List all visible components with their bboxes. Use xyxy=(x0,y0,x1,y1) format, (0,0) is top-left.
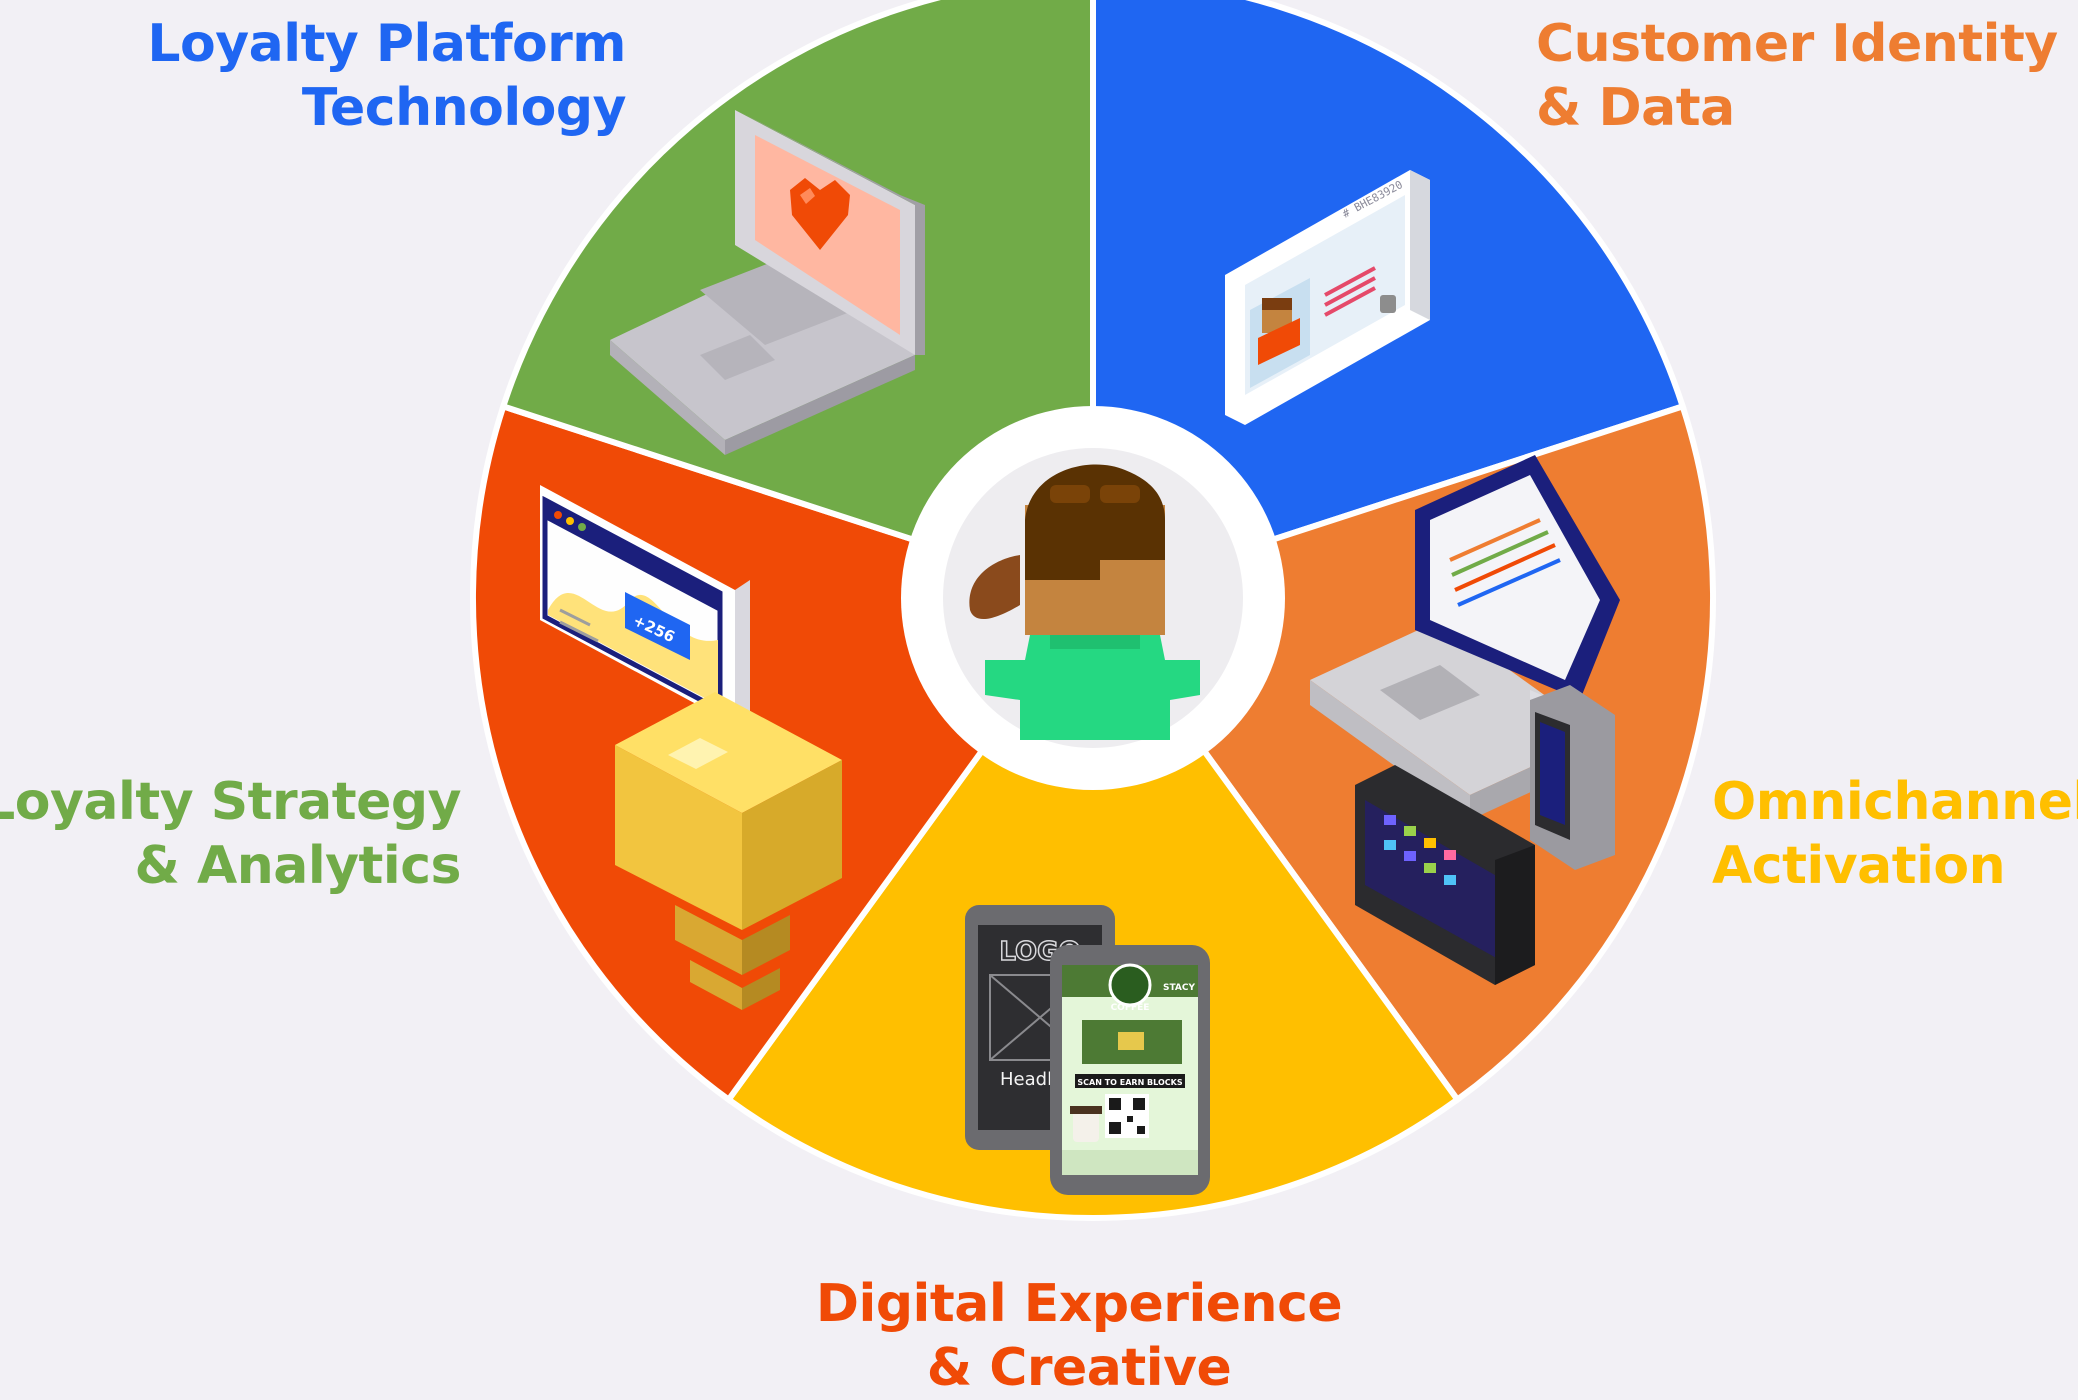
coffee-brand-text: COFFEE xyxy=(1111,1003,1150,1013)
label-strategy-line2: & Analytics xyxy=(134,836,462,896)
label-strategy-line1: Loyalty Strategy xyxy=(0,772,461,832)
label-identity-line1: Customer Identity xyxy=(1536,14,2058,74)
label-identity: Customer Identity & Data xyxy=(1536,12,2058,140)
lightbulb-chart-icon: +256 xyxy=(540,485,842,1010)
label-omnichannel-line1: Omnichannel xyxy=(1712,772,2078,832)
app-user-text: STACY xyxy=(1163,983,1195,993)
label-technology: Loyalty Platform Technology xyxy=(147,12,626,140)
label-omnichannel: Omnichannel Activation xyxy=(1712,770,2078,898)
label-technology-line1: Loyalty Platform xyxy=(147,14,626,74)
label-strategy: Loyalty Strategy & Analytics xyxy=(0,770,461,898)
label-digital-line2: & Creative xyxy=(926,1338,1232,1398)
devices-icon xyxy=(1310,455,1620,985)
label-digital-line1: Digital Experience xyxy=(815,1274,1343,1334)
mobile-app-icon: LOGO Headline COFFEE STACY SCAN TO EARN … xyxy=(965,905,1210,1195)
id-card-icon: # BHE83920 xyxy=(1225,170,1430,425)
laptop-heart-icon xyxy=(610,110,925,455)
label-digital: Digital Experience & Creative xyxy=(0,1272,2078,1400)
scan-text: SCAN TO EARN BLOCKS xyxy=(1077,1078,1182,1087)
label-identity-line2: & Data xyxy=(1536,78,1735,138)
label-technology-line2: Technology xyxy=(301,78,627,138)
label-omnichannel-line2: Activation xyxy=(1712,836,2006,896)
customer-avatar-icon xyxy=(969,464,1200,740)
